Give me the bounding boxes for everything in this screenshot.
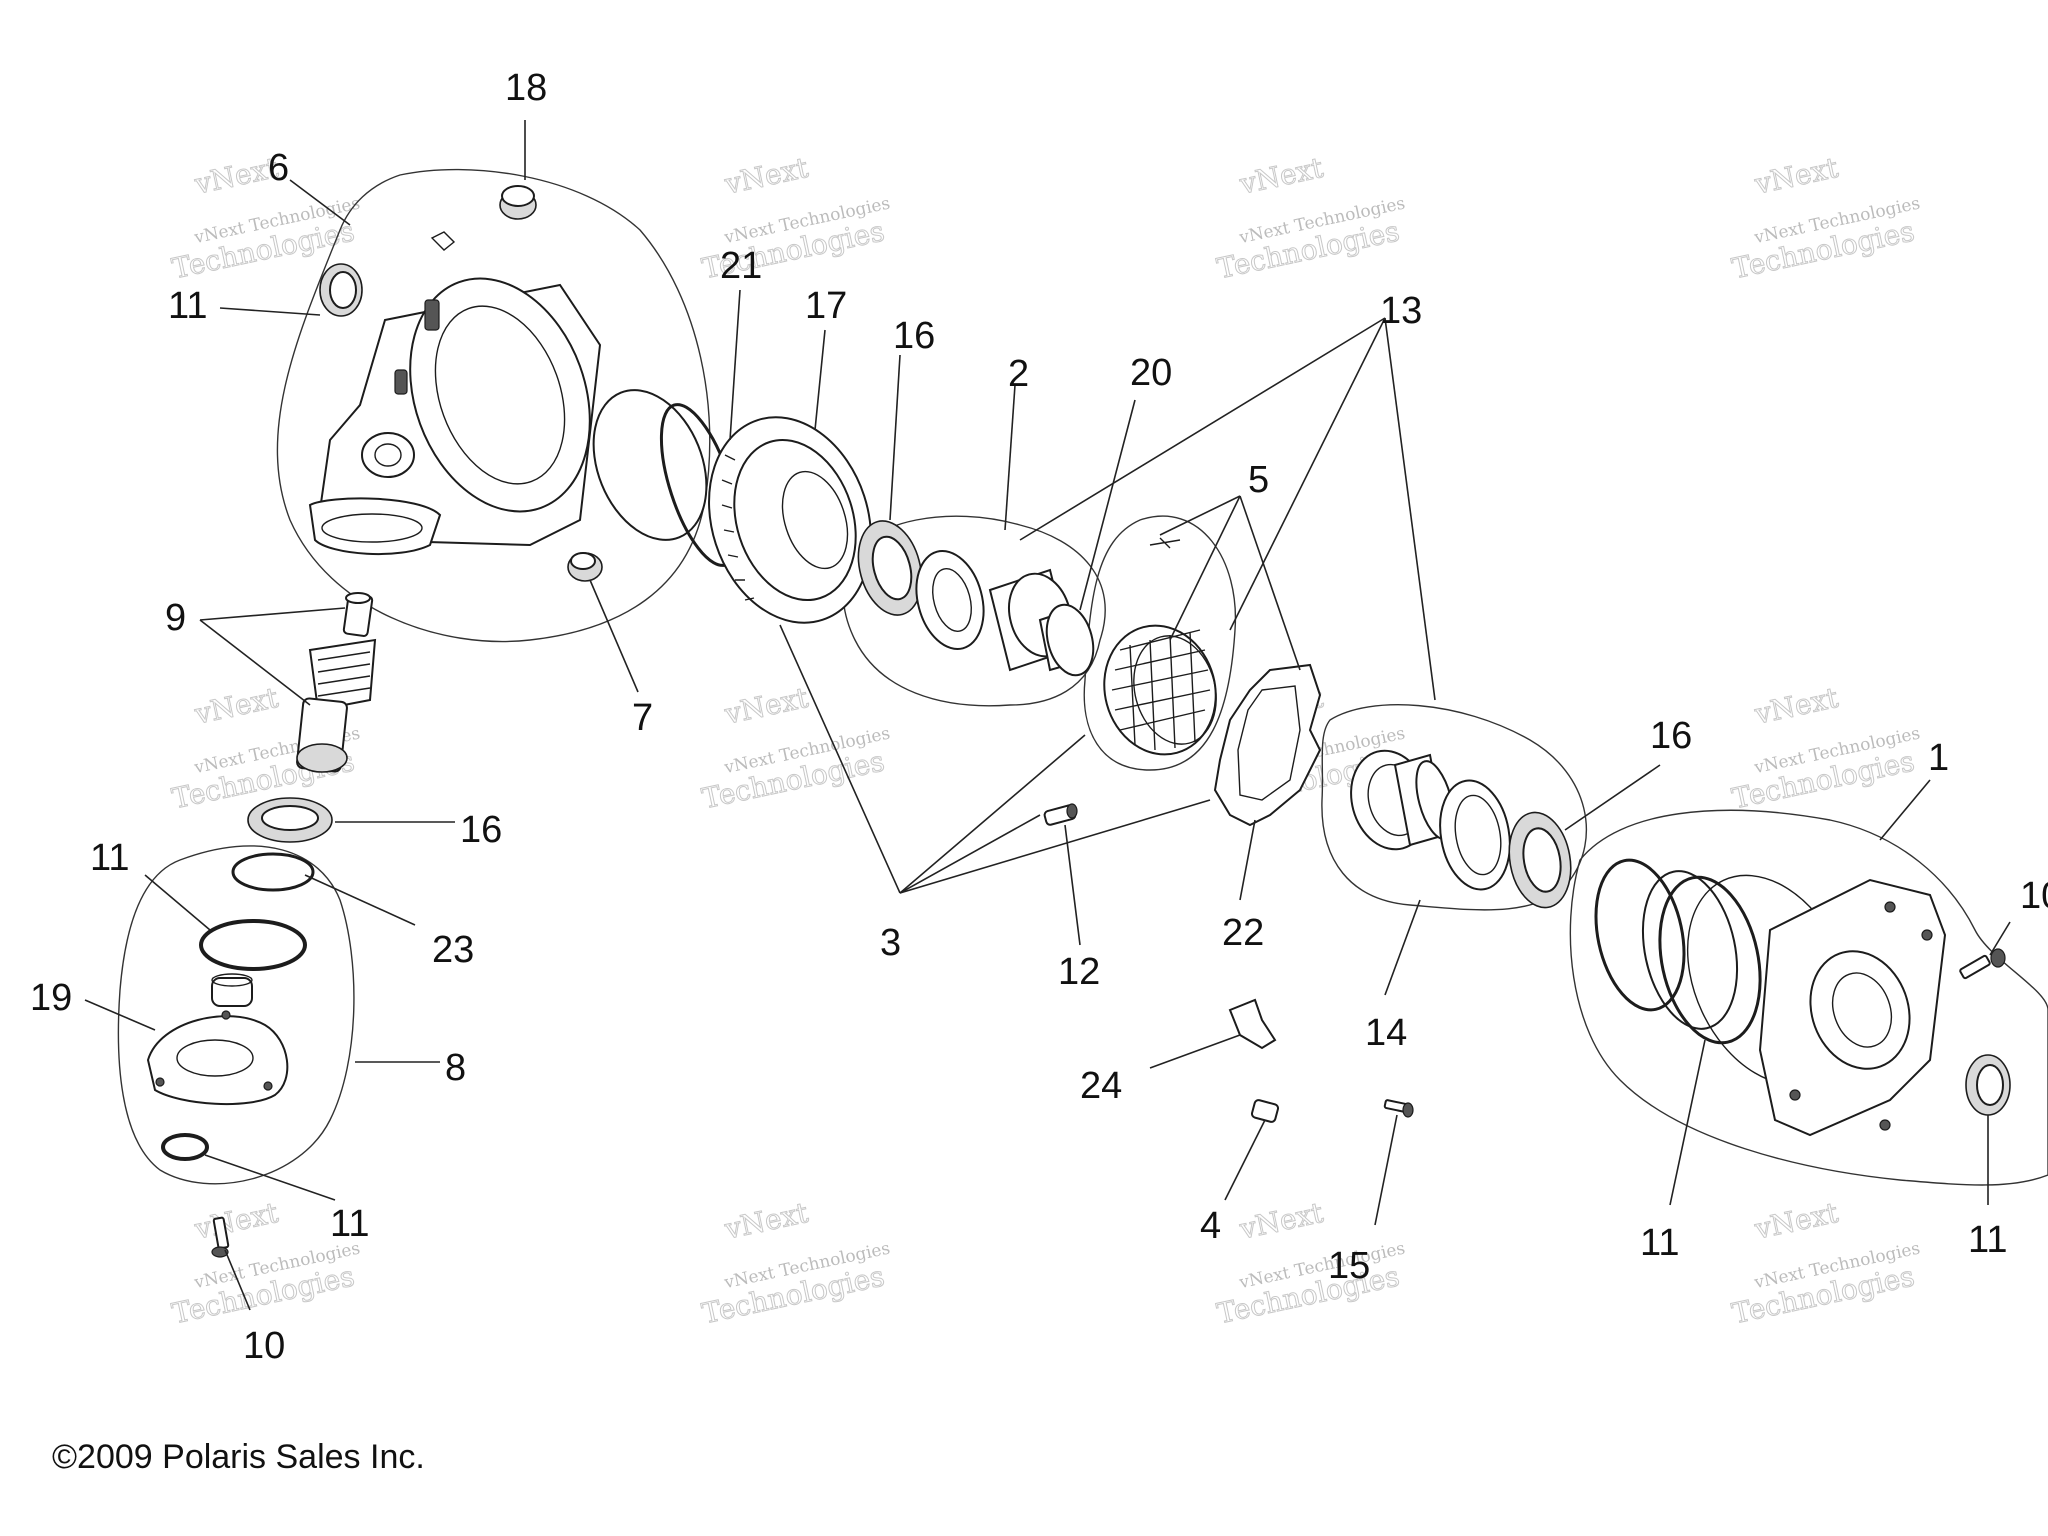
callout-11: 11 [330,1203,369,1245]
svg-text:vNext: vNext [1751,1196,1842,1246]
callout-5: 5 [1248,459,1269,501]
bearing-16-upper [857,520,923,616]
svg-text:vNext: vNext [1236,151,1327,201]
callout-4: 4 [1200,1205,1221,1247]
pinion-shaft-9 [296,592,377,773]
svg-text:vNext: vNext [721,681,812,731]
callout-23: 23 [432,929,474,971]
group-outline-6 [276,168,711,643]
callout-8: 8 [445,1047,466,1089]
seal-11-small [161,1133,209,1161]
callout-9: 9 [165,597,186,639]
svg-text:vNext: vNext [191,681,282,731]
cover-plate-19 [146,1010,289,1106]
group-outline-2 [842,515,1106,707]
svg-text:vNext: vNext [721,1196,812,1246]
callout-14: 14 [1365,1012,1407,1054]
clutch-cage-5 [1103,624,1217,756]
callout-16: 16 [460,809,502,851]
callout-10: 10 [2020,875,2048,917]
callout-11: 11 [1640,1222,1679,1264]
seal-group8 [211,973,253,1007]
group-outline-14 [1321,704,1588,911]
callout-3: 3 [880,922,901,964]
callout-2: 2 [1008,353,1029,395]
ring-21 [592,389,708,541]
end-cover-1 [1594,858,1947,1137]
svg-text:vNext: vNext [191,1196,282,1246]
pin-5 [1149,537,1181,549]
bolt-10-right [1959,948,2006,980]
shaft-assembly-2 [915,549,1095,677]
plug-4 [1250,1099,1280,1123]
plug-7 [567,552,603,582]
callout-13: 13 [1380,290,1422,332]
watermark: vNext vNext Technologies Technologies [1214,150,1407,285]
watermark: vNext vNext Technologies Technologies [699,680,892,815]
group-outline-5 [1083,515,1237,771]
callout-6: 6 [268,147,289,189]
leader-lines [84,120,2011,1311]
housing-6 [308,277,602,556]
callout-18: 18 [505,67,547,109]
copyright-notice: ©2009 Polaris Sales Inc. [52,1438,425,1476]
callout-20: 20 [1130,352,1172,394]
watermark: vNext vNext Technologies Technologies [1729,1195,1922,1330]
svg-text:vNext: vNext [721,151,812,201]
watermark: vNext vNext Technologies Technologies [1214,1195,1407,1330]
bolt-15 [1383,1099,1414,1118]
callout-1: 1 [1928,737,1949,779]
callout-15: 15 [1328,1245,1370,1287]
callout-24: 24 [1080,1065,1122,1107]
vent-fitting [430,231,456,251]
callout-10: 10 [243,1325,285,1367]
seal-11-right [1965,1054,2011,1116]
watermark: vNext vNext Technologies Technologies [169,150,362,285]
watermark: vNext vNext Technologies Technologies [1729,680,1922,815]
callout-16: 16 [893,315,935,357]
callout-22: 22 [1222,912,1264,954]
o-ring-11-group8 [199,919,307,971]
group-outline-8 [117,845,355,1185]
svg-text:vNext: vNext [1236,1196,1327,1246]
o-ring-23 [231,852,315,892]
watermark: vNext vNext Technologies Technologies [699,1195,892,1330]
bracket-24 [1228,998,1277,1050]
callout-11: 11 [90,837,129,879]
callout-7: 7 [632,697,653,739]
callout-21: 21 [720,245,762,287]
friction-plate-22 [1213,663,1322,827]
callout-17: 17 [805,285,847,327]
callout-19: 19 [30,977,72,1019]
race-14 [1439,779,1511,891]
bolt-10-lower [211,1216,230,1258]
bearing-16-left [247,797,333,843]
hub-assembly-14 [1350,749,1455,851]
callout-11: 11 [168,285,207,327]
callout-16: 16 [1650,715,1692,757]
svg-text:vNext: vNext [1751,681,1842,731]
svg-text:vNext: vNext [1751,151,1842,201]
watermark: vNext vNext Technologies Technologies [1729,150,1922,285]
callout-11: 11 [1968,1219,2007,1261]
pin-12 [1043,803,1078,826]
seal-11-upper [319,263,363,317]
ring-gear-17 [708,416,872,624]
callout-12: 12 [1058,951,1100,993]
bearing-16-right [1508,811,1572,909]
group-outline-1 [1569,809,2048,1186]
plug-18 [499,185,537,220]
watermark: vNext vNext Technologies Technologies [699,150,892,285]
callout-labels: 18 6 11 21 17 16 2 20 13 5 9 7 16 16 1 1… [30,67,2048,1367]
